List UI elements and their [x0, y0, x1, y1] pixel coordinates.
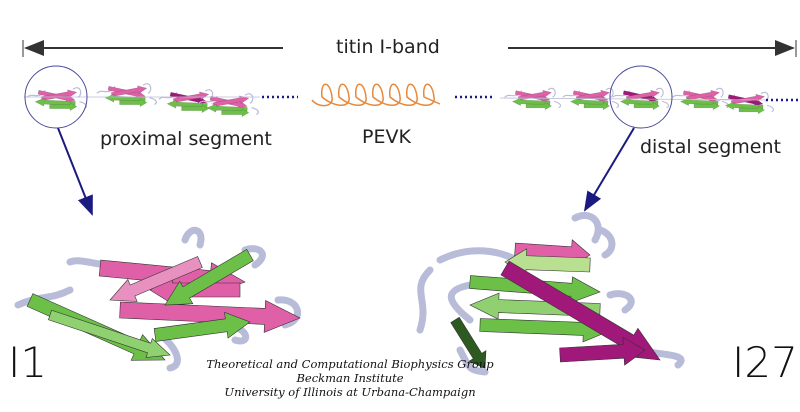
titin-i-band-label: titin I-band: [336, 36, 440, 58]
beta-strand: [181, 104, 209, 113]
beta-strand: [559, 336, 646, 366]
beta-strand: [119, 98, 147, 107]
beta-strand: [583, 102, 610, 110]
ig-module: [198, 93, 259, 117]
ig-module: [26, 87, 87, 111]
beta-strand: [686, 90, 720, 101]
ig-module: [96, 83, 157, 107]
domain-label-i1: I1: [8, 338, 48, 387]
beta-strand: [111, 85, 147, 97]
i1-structure: [14, 227, 302, 372]
i27-structure: [416, 212, 685, 376]
ellipsis-dots: [262, 95, 800, 102]
beta-strand: [626, 90, 660, 101]
beta-strand: [221, 108, 249, 117]
beta-strand: [48, 309, 171, 358]
beta-strand: [633, 102, 660, 110]
beta-strand: [109, 256, 203, 302]
pevk-spring: [311, 83, 441, 107]
ig-module-chain: [24, 83, 775, 117]
ig-module: [717, 91, 775, 114]
credit-line-1: Theoretical and Computational Biophysics…: [206, 357, 494, 371]
loop-coil: [416, 212, 685, 376]
distal-segment-label: distal segment: [640, 136, 781, 158]
credit-text: Theoretical and Computational Biophysics…: [200, 357, 500, 399]
chain-linker: [24, 96, 767, 101]
pointer-arrow-i1: [57, 127, 93, 216]
beta-strand: [119, 299, 301, 333]
credit-line-2: Beckman Institute: [296, 371, 404, 385]
beta-strand: [738, 106, 765, 114]
beta-strand: [41, 89, 77, 101]
credit-line-3: University of Illinois at Urbana-Champai…: [224, 385, 476, 399]
pointer-arrow-i27: [583, 127, 635, 212]
ig-module: [672, 87, 730, 110]
pevk-label: PEVK: [362, 126, 411, 148]
i-band-span-arrows: [22, 40, 797, 57]
proximal-segment-label: proximal segment: [100, 128, 272, 150]
beta-strand: [153, 311, 251, 342]
highlight-circle-i1: [24, 65, 88, 129]
ig-module: [504, 87, 562, 110]
loop-coil: [14, 227, 302, 372]
beta-strand: [49, 102, 77, 111]
domain-label-i27: I27: [732, 338, 798, 387]
beta-strand: [576, 90, 610, 101]
beta-strand: [525, 102, 552, 110]
highlight-circle-i27: [609, 65, 673, 129]
beta-strand: [450, 316, 487, 369]
beta-strand: [164, 248, 254, 306]
beta-strand: [693, 102, 720, 110]
